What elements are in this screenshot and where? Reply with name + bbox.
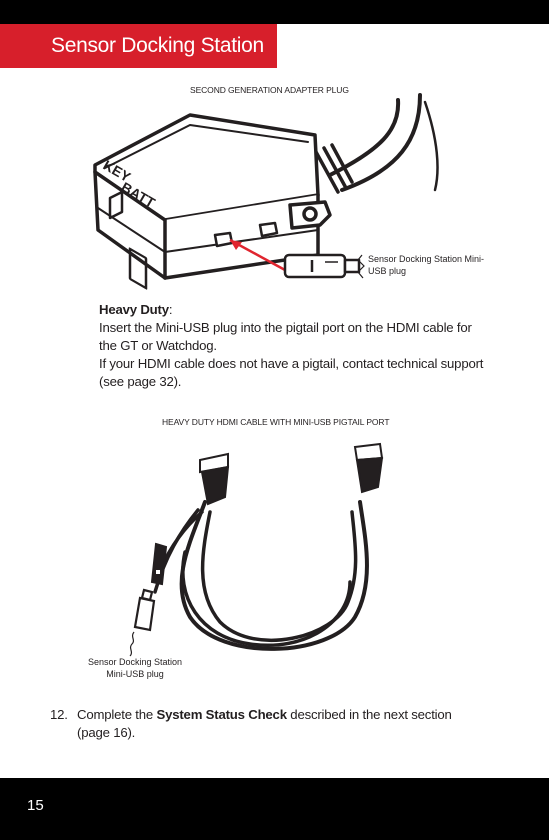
step-text-line2: (page 16). [77,725,136,740]
step-text-before: Complete the [77,707,157,722]
section-heading: Heavy Duty [99,302,169,317]
figure1-plug-label: Sensor Docking Station Mini- USB plug [368,253,484,277]
hdmi-cable-illustration [129,442,384,657]
step-text: Complete the System Status Check describ… [77,706,487,742]
instruction-line2: the GT or Watchdog. [99,338,217,353]
heavy-duty-section: Heavy Duty: Insert the Mini-USB plug int… [99,301,509,391]
manual-page: Sensor Docking Station SECOND GENERATION… [0,0,549,778]
page-number: 15 [27,797,44,814]
figure1-caption: SECOND GENERATION ADAPTER PLUG [190,85,349,95]
figure2-caption: HEAVY DUTY HDMI CABLE WITH MINI-USB PIGT… [162,417,390,427]
instruction-line1: Insert the Mini-USB plug into the pigtai… [99,320,472,335]
figure1-label-line1: Sensor Docking Station Mini- [368,254,485,264]
top-band [0,0,549,24]
heading-colon: : [168,302,173,317]
step-number: 12. [50,707,68,722]
figure2-label-line2: Mini-USB plug [106,669,164,679]
figure2-plug-label: Sensor Docking Station Mini-USB plug [88,656,182,680]
figure1-label-line2: USB plug [368,266,407,276]
page-title: Sensor Docking Station [0,24,277,68]
step-text-after: described in the next section [286,707,452,722]
instruction-line4: (see page 32). [99,374,182,389]
instruction-line3: If your HDMI cable does not have a pigta… [99,356,484,371]
figure2-label-line1: Sensor Docking Station [88,657,183,667]
adapter-plug-illustration: KEY BATT [93,93,439,290]
system-status-check-ref: System Status Check [156,707,288,722]
footer-band [0,778,549,840]
